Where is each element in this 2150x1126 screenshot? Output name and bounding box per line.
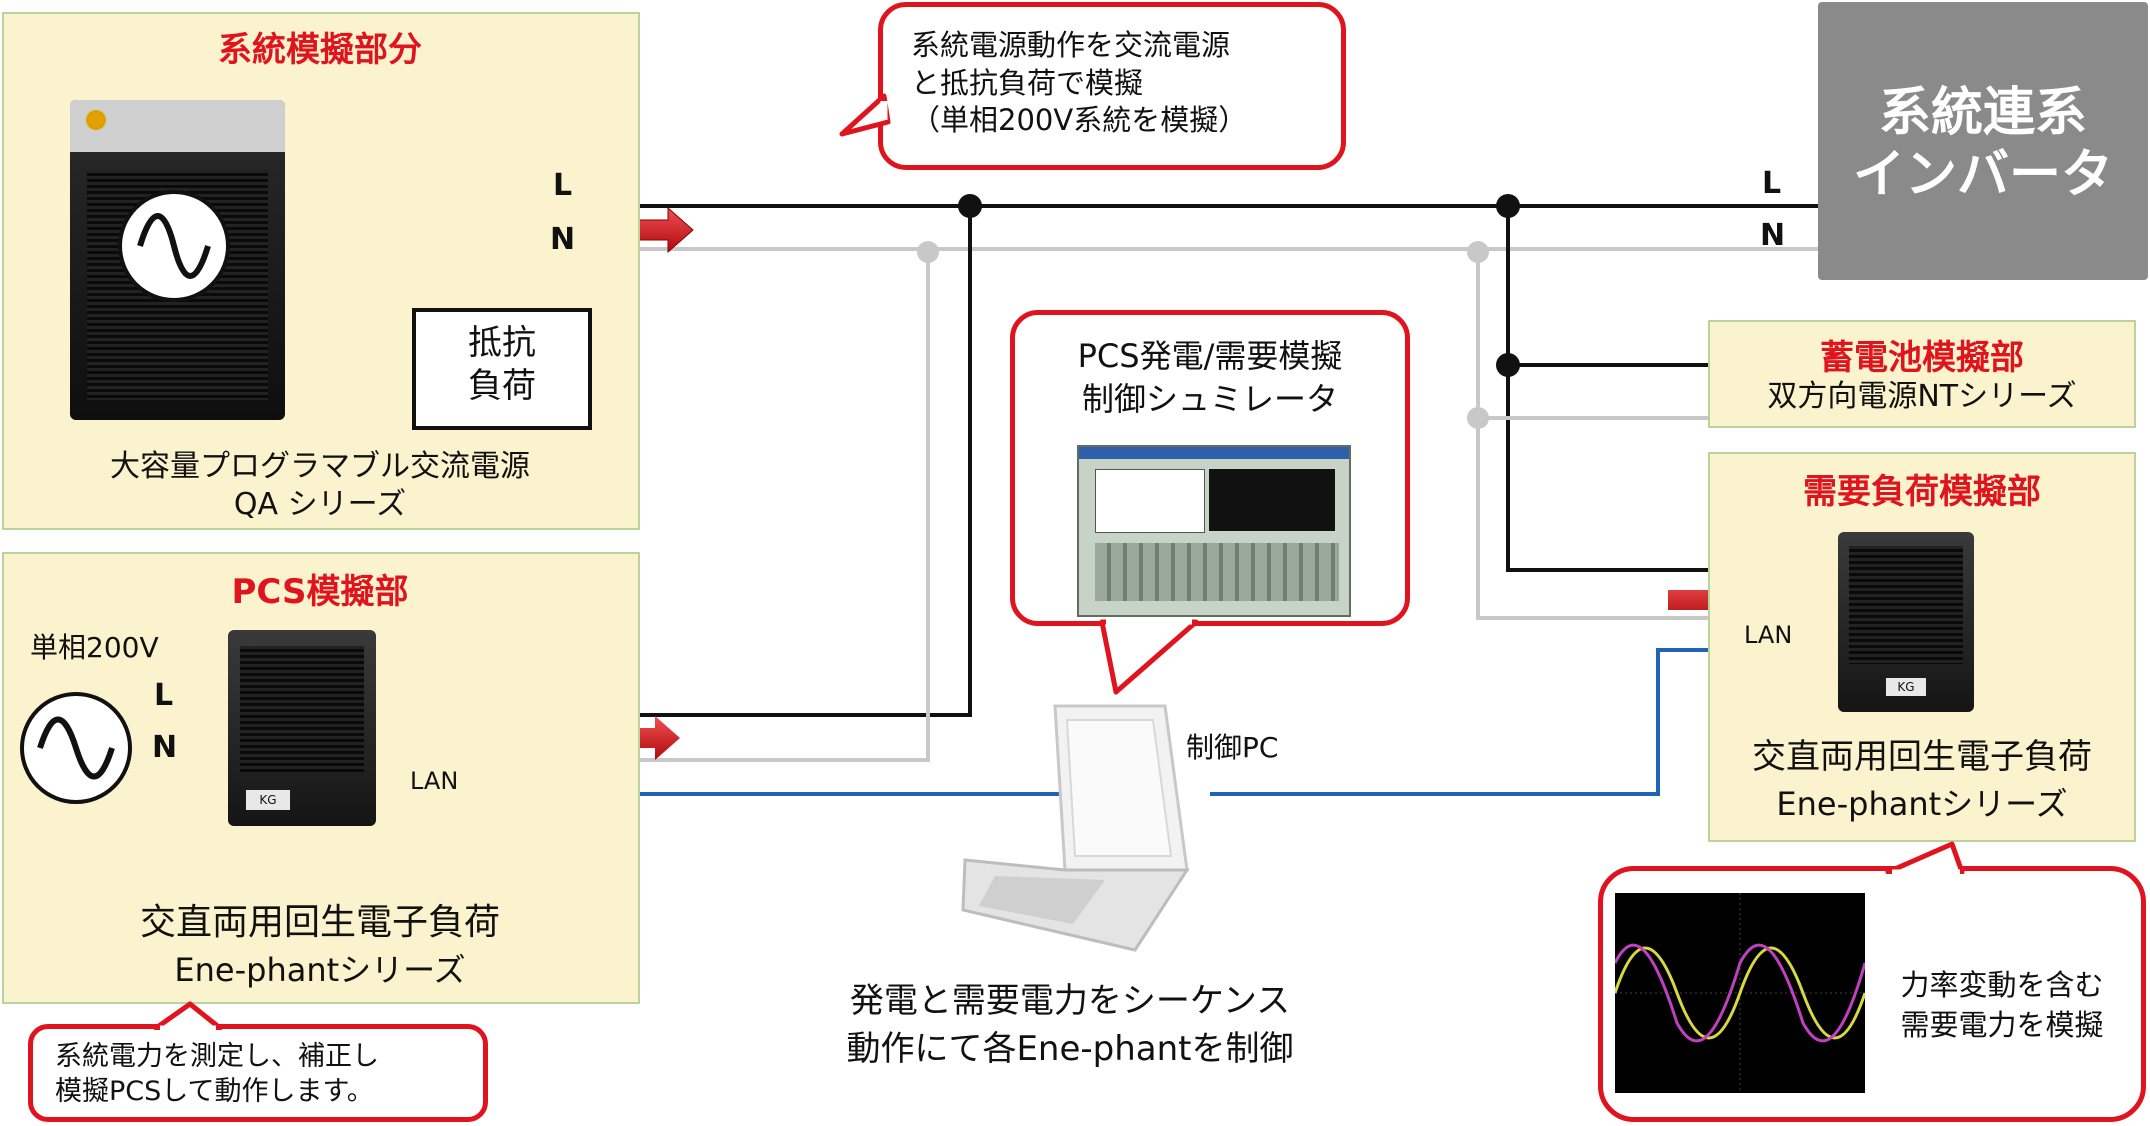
sine-wave-icon [118, 190, 230, 302]
junction-dot [1467, 241, 1489, 263]
battery-section-subtitle: 双方向電源NTシリーズ [1767, 379, 2077, 414]
sine-source-icon [20, 692, 132, 804]
pcs-electronic-load-device: KG [228, 630, 376, 826]
resistor-load-label-1: 抵抗 [468, 323, 536, 363]
wire-label-n: N [550, 222, 576, 257]
inverter-wire-label-l: L [1762, 166, 1782, 201]
electronic-load-device: KG [1838, 532, 1974, 712]
pcs-section-title: PCS模擬部 [231, 572, 409, 612]
waveform-callout-tail [1885, 841, 1965, 874]
demand-lan-label: LAN [1744, 621, 1793, 649]
control-pc-caption-1: 発電と需要電力をシーケンス [849, 981, 1291, 1021]
wire-label-l: L [553, 168, 573, 203]
battery-section-title: 蓄電池模擬部 [1820, 338, 2024, 378]
laptop-icon [961, 704, 1190, 952]
control-pc-label: 制御PC [1186, 731, 1279, 764]
demand-device-caption-2: Ene-phantシリーズ [1776, 785, 2068, 823]
control-pc-caption-2: 動作にて各Ene-phantを制御 [846, 1029, 1294, 1069]
pcs-note-callout: 系統電力を測定し、補正し 模擬PCSして動作します。 [28, 1024, 488, 1122]
pcs-lan-label: LAN [410, 767, 459, 795]
inverter-label-2: インバータ [1852, 145, 2113, 206]
junction-dot [1467, 407, 1489, 429]
pcs-device-caption-1: 交直両用回生電子負荷 [139, 902, 500, 943]
ac-power-supply-caption-1: 大容量プログラマブル交流電源 [110, 449, 530, 484]
simulator-label-1: PCS発電/需要模擬 [1077, 337, 1343, 375]
pcs-note-line-2: 模擬PCSして動作します。 [55, 1076, 374, 1108]
resistor-load-label-2: 負荷 [468, 365, 536, 406]
pcs-wire-label-n: N [152, 730, 178, 765]
inverter-wire-label-n: N [1760, 218, 1786, 253]
junction-dot [917, 241, 939, 263]
pcs-note-tail [153, 1001, 223, 1030]
inverter-label-1: 系統連系 [1878, 83, 2087, 143]
junction-dot [958, 194, 982, 218]
ac-power-supply-device [70, 100, 285, 420]
pcs-wire-label-l: L [154, 678, 174, 713]
simulator-callout-tail [1099, 618, 1199, 695]
pcs-source-label: 単相200V [30, 631, 159, 664]
pcs-note-line-1: 系統電力を測定し、補正し [55, 1041, 379, 1072]
callout-line-2: と抵抗負荷で模擬 [911, 65, 1144, 100]
grid-tied-inverter: 系統連系 インバータ [1818, 2, 2148, 280]
callout-line-3: （単相200V系統を模擬） [911, 103, 1248, 138]
resistor-load-box: 抵抗 負荷 [412, 308, 592, 430]
waveform-note-1: 力率変動を含む [1900, 968, 2104, 1002]
callout-tail [839, 93, 891, 137]
grid-simulation-callout: 系統電源動作を交流電源 と抵抗負荷で模擬 （単相200V系統を模擬） [878, 2, 1346, 170]
ac-power-supply-caption-2: QA シリーズ [233, 487, 407, 522]
junction-dot [1496, 194, 1520, 218]
pcs-device-caption-2: Ene-phantシリーズ [174, 951, 466, 989]
waveform-note-2: 需要電力を模擬 [1900, 1008, 2104, 1042]
oscilloscope-waveform [1615, 893, 1865, 1093]
callout-line-1: 系統電源動作を交流電源 [911, 28, 1231, 62]
junction-dot [1496, 353, 1520, 377]
demand-device-caption-1: 交直両用回生電子負荷 [1752, 737, 2092, 777]
waveform-callout: 力率変動を含む 需要電力を模擬 [1598, 866, 2146, 1122]
simulator-label-2: 制御シュミレータ [1081, 380, 1338, 419]
arrow-right-icon [612, 716, 680, 760]
simulator-callout: PCS発電/需要模擬 制御シュミレータ [1010, 310, 1410, 626]
battery-section-box [1708, 320, 2136, 428]
simulator-screen [1077, 445, 1351, 617]
grid-section-title: 系統模擬部分 [218, 30, 422, 70]
demand-section-title: 需要負荷模擬部 [1803, 472, 2041, 512]
